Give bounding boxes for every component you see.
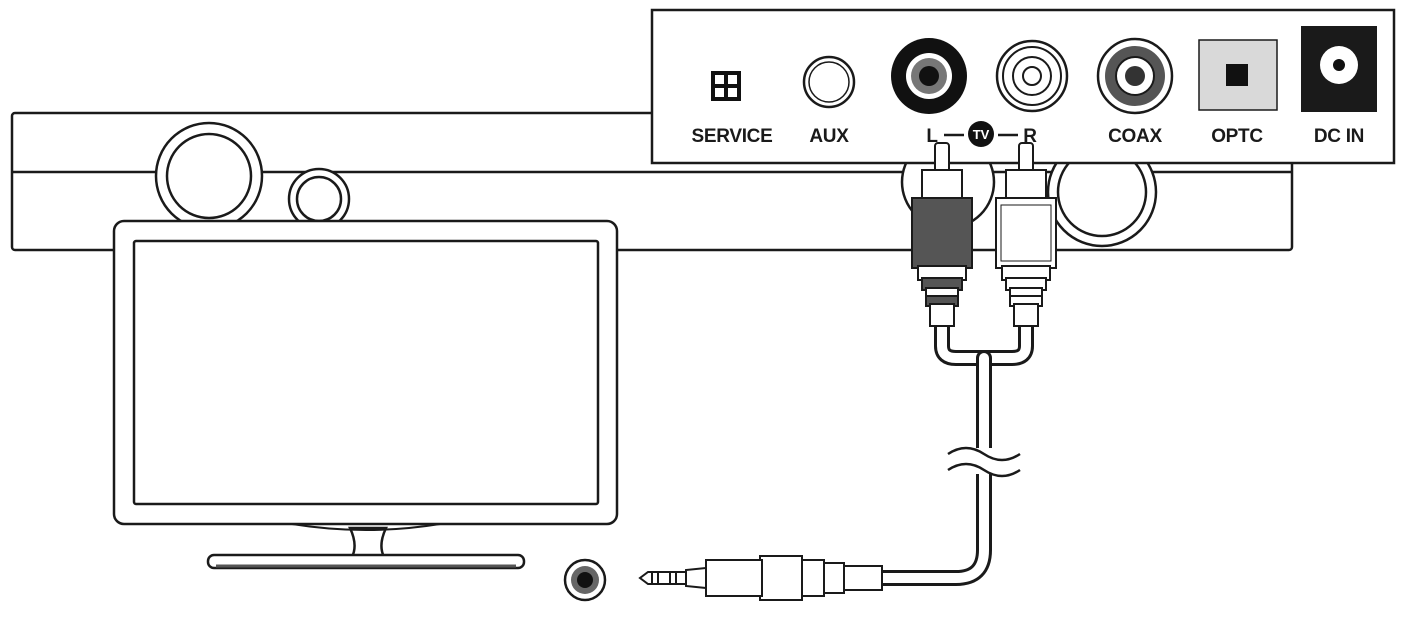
optical-label: OPTC (1211, 126, 1263, 147)
rca-plug-left-black (911, 142, 973, 327)
aux-port (802, 55, 856, 109)
service-port (711, 71, 741, 101)
tv-screen (132, 239, 600, 506)
coax-jack (1096, 37, 1174, 115)
aux-3-5mm-plug (638, 555, 883, 601)
tv-badge-label: TV (973, 127, 990, 142)
tv-left-rca-jack (891, 38, 967, 114)
rca-to-aux-cable (563, 142, 1057, 602)
dc-in-port (1301, 26, 1377, 112)
service-label: SERVICE (692, 126, 773, 147)
optical-port (1198, 39, 1278, 111)
aux-label: AUX (809, 126, 849, 147)
tv-right-label: R (1023, 126, 1037, 147)
tv-left-label: L (926, 126, 938, 147)
tv-badge (968, 121, 994, 147)
coax-label: COAX (1108, 126, 1162, 147)
connection-panel: SERVICE AUX L TV R COAX OPTC DC IN (650, 8, 1396, 165)
television (112, 219, 619, 570)
tv-right-rca-jack (995, 39, 1069, 113)
soundbar-grille-large (154, 121, 264, 231)
dc-in-label: DC IN (1314, 126, 1364, 147)
tv-audio-out-jack (563, 558, 607, 602)
cable-break-mark (947, 446, 1021, 478)
rca-plug-right-white (995, 142, 1057, 327)
tv-stand-neck (348, 526, 388, 559)
